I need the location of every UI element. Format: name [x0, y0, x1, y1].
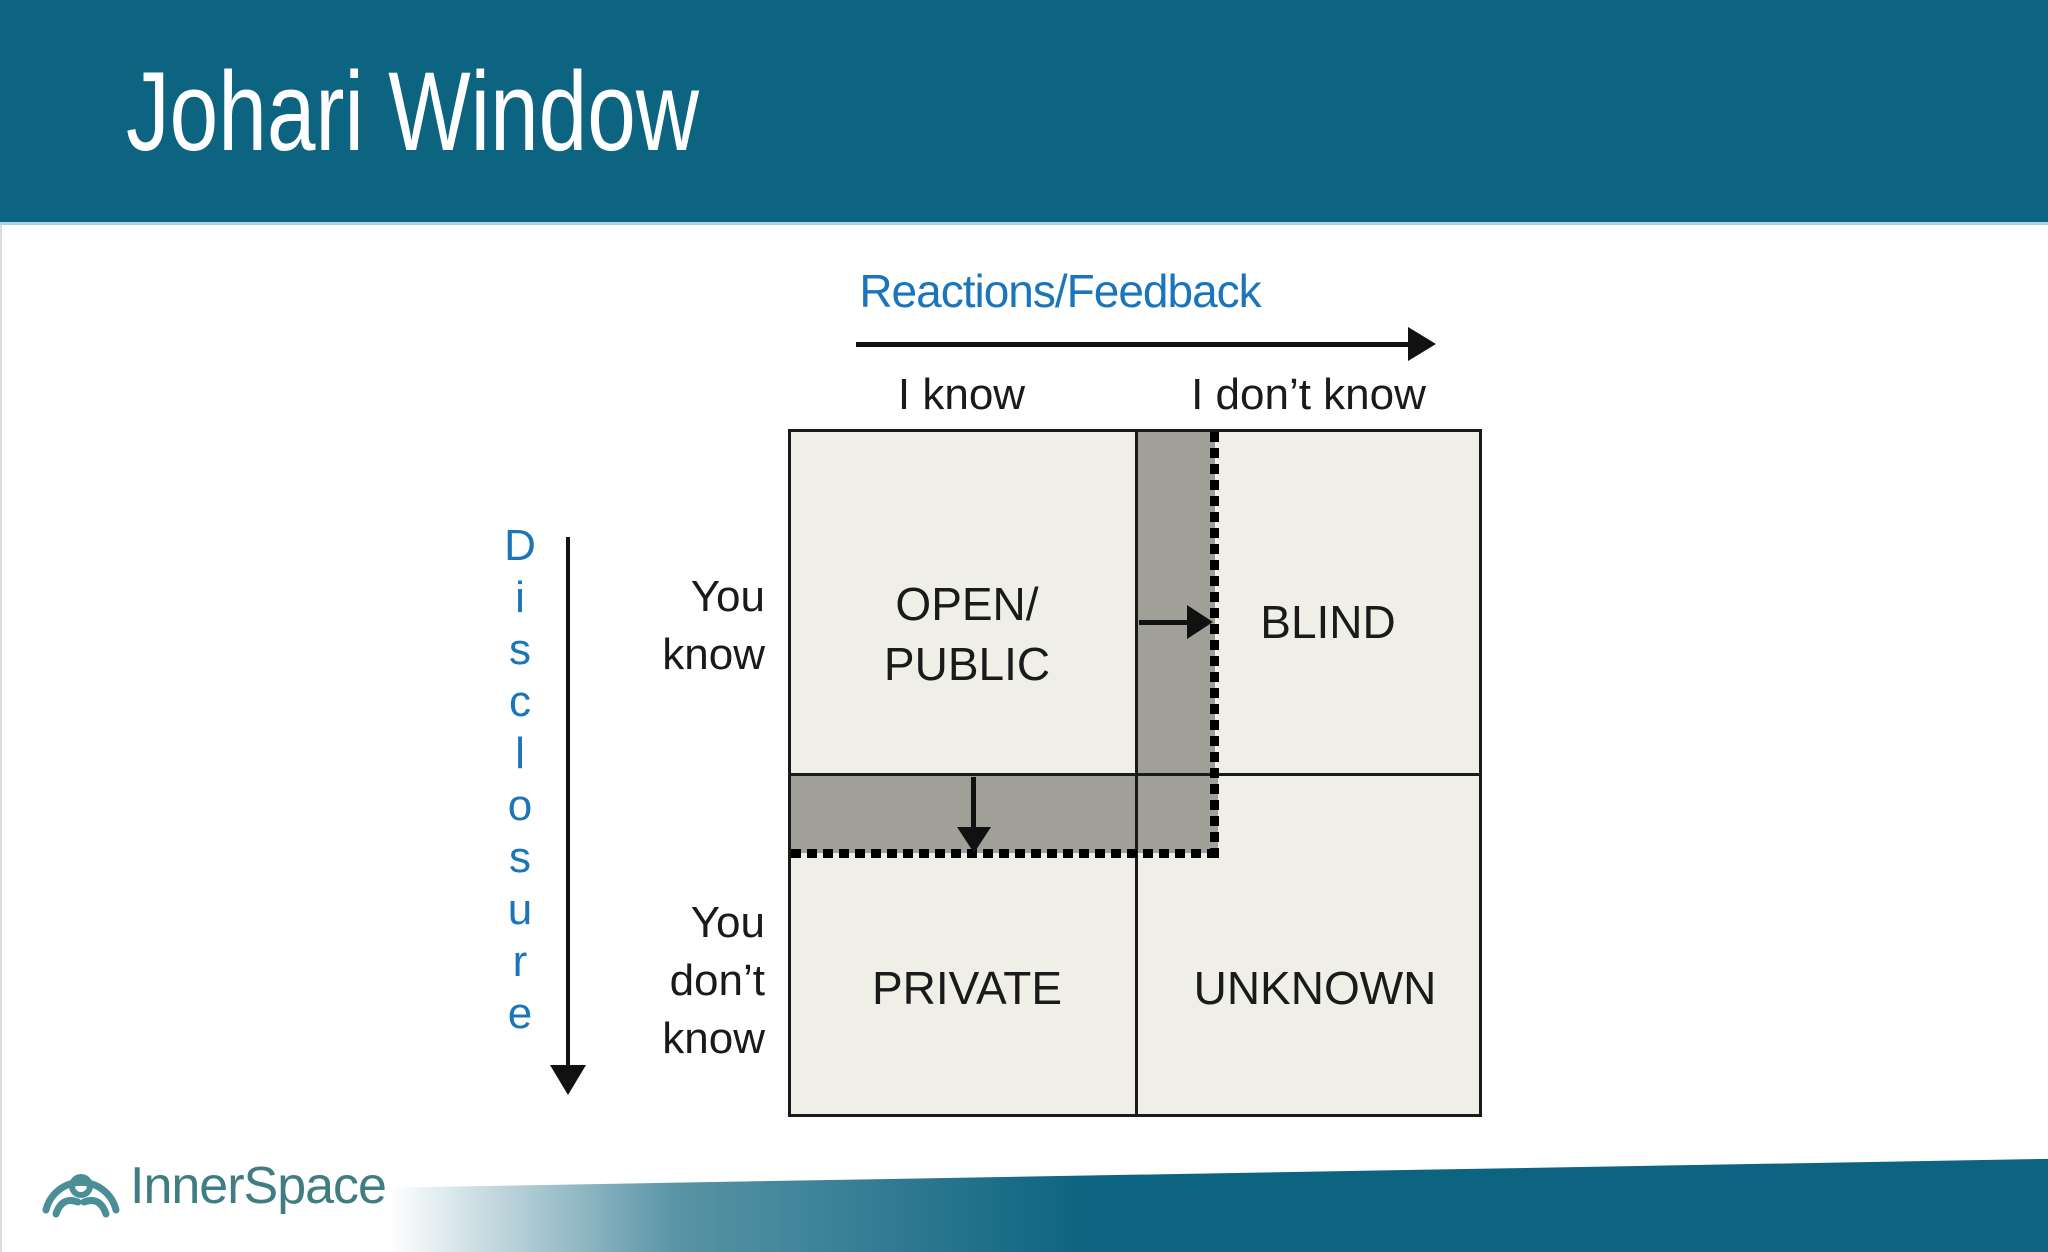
expansion-dotted-border-horizontal	[791, 849, 1219, 858]
row-label-line: know	[662, 1014, 765, 1063]
row-label-line: You	[690, 898, 765, 947]
expansion-dotted-border-vertical	[1210, 432, 1219, 858]
row-label-you-know: You know	[600, 568, 765, 684]
innerspace-logo-icon	[42, 1174, 120, 1218]
disclosure-letter: l	[515, 729, 525, 778]
expand-down-arrow-icon	[971, 777, 976, 827]
row-label-line: You	[690, 572, 765, 621]
quadrant-unknown: UNKNOWN	[1193, 962, 1437, 1014]
disclosure-letter: u	[507, 885, 533, 934]
grid-midline-horizontal	[791, 773, 1479, 776]
innerspace-logo: InnerSpace	[40, 1152, 387, 1220]
column-label-i-know: I know	[897, 370, 1026, 419]
quadrant-private: PRIVATE	[872, 962, 1062, 1014]
disclosure-arrow-icon	[566, 537, 570, 1065]
quadrant-label-line: PUBLIC	[883, 638, 1051, 690]
johari-window-grid: OPEN/ PUBLIC BLIND PRIVATE UNKNOWN	[788, 429, 1482, 1117]
column-label-i-dont-know: I don’t know	[1191, 370, 1426, 419]
feedback-arrow-icon	[856, 342, 1408, 347]
disclosure-letter: r	[512, 937, 528, 986]
feedback-axis-label: Reactions/Feedback	[859, 265, 1261, 317]
expand-right-arrow-icon	[1139, 620, 1187, 625]
innerspace-logo-text: InnerSpace	[130, 1157, 387, 1215]
slide-header: Johari Window	[0, 0, 2048, 225]
expand-right-arrowhead-icon	[1187, 605, 1213, 639]
page-title: Johari Window	[126, 48, 699, 174]
disclosure-letter: D	[504, 521, 536, 570]
disclosure-letter: o	[507, 781, 533, 830]
expansion-band-horizontal	[791, 773, 1218, 853]
disclosure-arrowhead-icon	[550, 1065, 586, 1095]
feedback-arrowhead-icon	[1408, 327, 1436, 361]
row-label-you-dont-know: You don’t know	[600, 894, 765, 1068]
disclosure-letter: e	[507, 989, 533, 1038]
row-label-line: don’t	[669, 956, 765, 1005]
disclosure-letter: c	[509, 677, 531, 726]
disclosure-axis-label: D i s c l o s u r e	[496, 520, 544, 1040]
disclosure-letter: s	[509, 625, 531, 674]
quadrant-open-public: OPEN/ PUBLIC	[884, 574, 1050, 694]
quadrant-label-line: OPEN/	[895, 578, 1039, 630]
expand-down-arrowhead-icon	[957, 827, 991, 853]
slide-left-edge-line	[0, 225, 2, 1252]
quadrant-blind: BLIND	[1260, 596, 1396, 648]
disclosure-letter: i	[515, 573, 525, 622]
row-label-line: know	[662, 630, 765, 679]
disclosure-letter: s	[509, 833, 531, 882]
